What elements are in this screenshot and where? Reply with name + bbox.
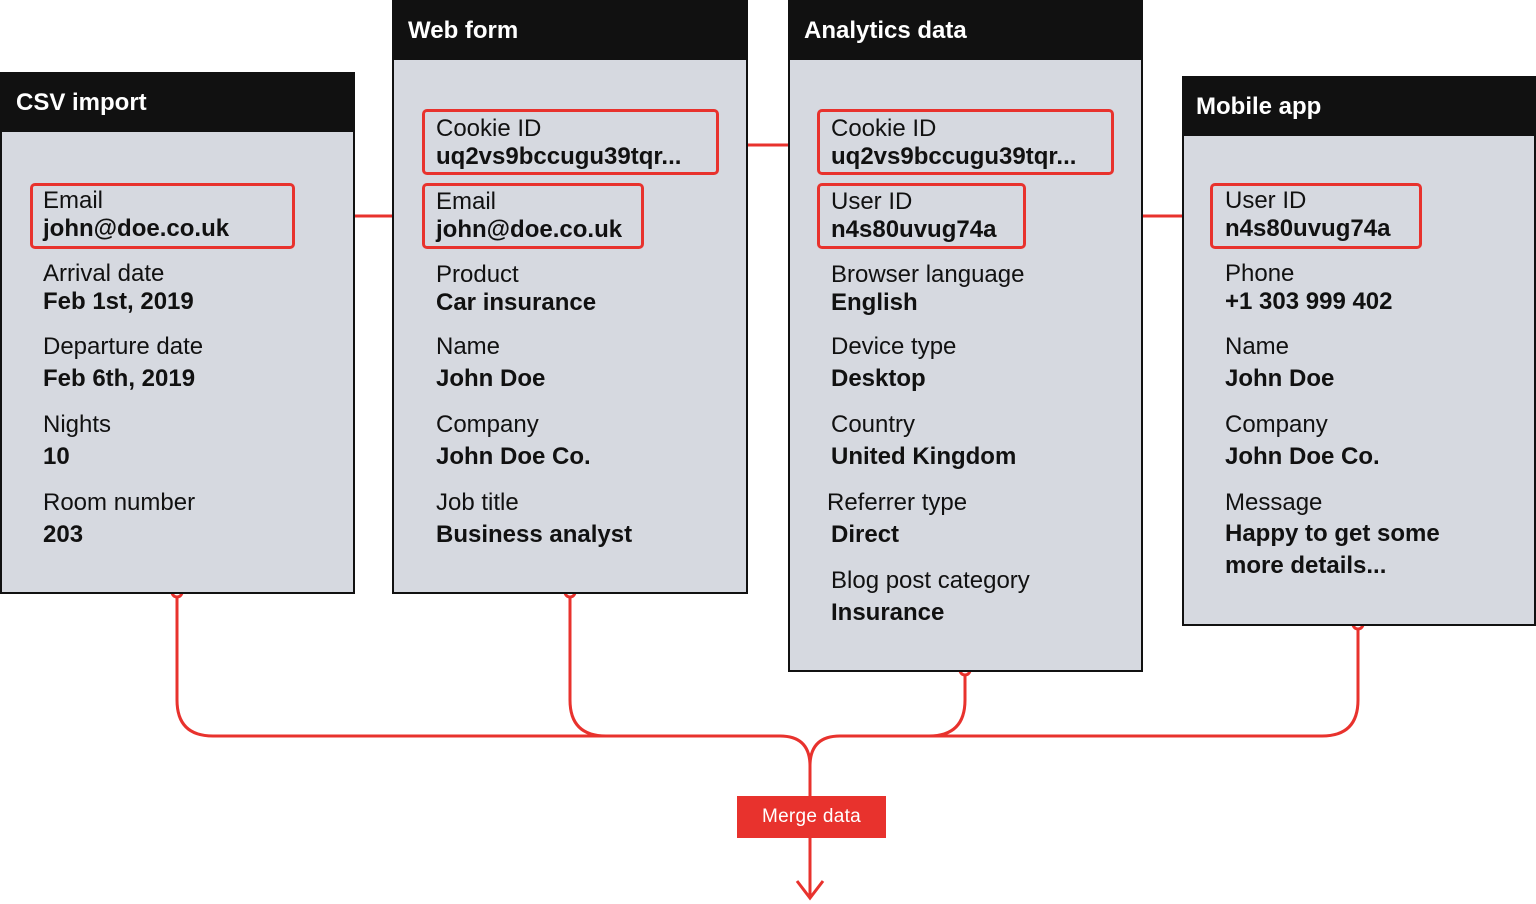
field-value: n4s80uvug74a bbox=[831, 216, 997, 243]
field-label: Arrival date bbox=[43, 260, 165, 287]
field-label: Referrer type bbox=[827, 489, 968, 516]
field-cookie-id: Cookie ID uq2vs9bccugu39tqr... bbox=[831, 116, 1076, 172]
highlight-email-web bbox=[422, 183, 644, 249]
field-value: Insurance bbox=[831, 599, 945, 626]
field-device-type: Device type Desktop bbox=[831, 334, 956, 394]
field-label: Blog post category bbox=[831, 567, 1030, 594]
field-value: Feb 1st, 2019 bbox=[43, 288, 194, 315]
field-value: Direct bbox=[831, 521, 900, 548]
merge-branch-web bbox=[568, 592, 607, 738]
field-label: Cookie ID bbox=[831, 115, 937, 142]
card-title: Web form bbox=[394, 2, 746, 60]
field-label: Departure date bbox=[43, 333, 204, 360]
card-web-form: Web form Cookie ID uq2vs9bccugu39tqr... … bbox=[392, 0, 748, 594]
field-blog-post-category: Blog post category Insurance bbox=[831, 568, 1030, 628]
field-value: Car insurance bbox=[436, 289, 597, 316]
field-cookie-id: Cookie ID uq2vs9bccugu39tqr... bbox=[436, 116, 681, 172]
merge-branch-csv bbox=[175, 592, 812, 767]
field-value: John Doe Co. bbox=[436, 443, 591, 470]
field-room-number: Room number 203 bbox=[43, 490, 195, 550]
field-value: Desktop bbox=[831, 365, 926, 392]
field-name: Name John Doe bbox=[436, 334, 545, 394]
field-value: English bbox=[831, 289, 918, 316]
field-name: Name John Doe bbox=[1225, 334, 1334, 394]
field-value: n4s80uvug74a bbox=[1225, 215, 1391, 242]
field-value: John Doe bbox=[436, 365, 546, 392]
field-label: Phone bbox=[1225, 260, 1295, 287]
card-mobile-app: Mobile app User ID n4s80uvug74a Phone +1… bbox=[1182, 76, 1536, 626]
merge-branch-analytics bbox=[928, 670, 967, 738]
field-browser-language: Browser language English bbox=[831, 262, 1024, 318]
field-arrival-date: Arrival date Feb 1st, 2019 bbox=[43, 261, 194, 317]
field-label: Company bbox=[1225, 411, 1328, 438]
merge-branch-mobile bbox=[808, 624, 1360, 767]
highlight-cookie-web bbox=[422, 109, 719, 175]
field-label: Name bbox=[436, 333, 501, 360]
card-csv-import: CSV import Email john@doe.co.uk Arrival … bbox=[0, 72, 355, 594]
field-referrer-type: Referrer type Direct bbox=[827, 490, 967, 550]
highlight-cookie-analytics bbox=[817, 109, 1114, 175]
field-label: Company bbox=[436, 411, 539, 438]
field-label: Room number bbox=[43, 489, 196, 516]
field-label: Browser language bbox=[831, 261, 1025, 288]
field-product: Product Car insurance bbox=[436, 262, 596, 318]
field-value: John Doe Co. bbox=[1225, 443, 1380, 470]
field-value: uq2vs9bccugu39tqr... bbox=[831, 143, 1077, 170]
highlight-user-id-analytics bbox=[817, 183, 1026, 249]
field-value: john@doe.co.uk bbox=[436, 216, 623, 243]
field-value: john@doe.co.uk bbox=[43, 215, 230, 242]
merge-data-button[interactable]: Merge data bbox=[737, 796, 886, 838]
field-email: Email john@doe.co.uk bbox=[436, 189, 622, 245]
field-label: Product bbox=[436, 261, 519, 288]
field-label: Nights bbox=[43, 411, 112, 438]
field-label: Job title bbox=[436, 489, 519, 516]
field-user-id: User ID n4s80uvug74a bbox=[1225, 188, 1390, 244]
field-company: Company John Doe Co. bbox=[436, 412, 591, 472]
card-analytics-data: Analytics data Cookie ID uq2vs9bccugu39t… bbox=[788, 0, 1143, 672]
field-value: Feb 6th, 2019 bbox=[43, 365, 196, 392]
card-title: Mobile app bbox=[1184, 78, 1534, 136]
field-value: Happy to get some more details... bbox=[1225, 520, 1440, 579]
field-value: United Kingdom bbox=[831, 443, 1017, 470]
field-value: 203 bbox=[43, 521, 84, 548]
field-job-title: Job title Business analyst bbox=[436, 490, 632, 550]
field-label: Cookie ID bbox=[436, 115, 542, 142]
field-email: Email john@doe.co.uk bbox=[43, 188, 229, 244]
field-label: Country bbox=[831, 411, 916, 438]
field-label: User ID bbox=[1225, 187, 1307, 214]
field-label: Device type bbox=[831, 333, 957, 360]
field-nights: Nights 10 bbox=[43, 412, 111, 472]
highlight-user-id-mobile bbox=[1210, 183, 1422, 249]
field-label: Email bbox=[436, 188, 497, 215]
highlight-email-csv bbox=[30, 183, 295, 249]
arrow-down-icon bbox=[795, 880, 825, 901]
card-title: Analytics data bbox=[790, 2, 1141, 60]
field-message: Message Happy to get some more details..… bbox=[1225, 490, 1495, 582]
field-value: +1 303 999 402 bbox=[1225, 288, 1393, 315]
field-value: uq2vs9bccugu39tqr... bbox=[436, 143, 682, 170]
field-label: User ID bbox=[831, 188, 913, 215]
field-phone: Phone +1 303 999 402 bbox=[1225, 261, 1393, 317]
field-value: John Doe bbox=[1225, 365, 1335, 392]
field-user-id: User ID n4s80uvug74a bbox=[831, 189, 996, 245]
field-departure-date: Departure date Feb 6th, 2019 bbox=[43, 334, 203, 394]
card-title: CSV import bbox=[2, 74, 353, 132]
field-country: Country United Kingdom bbox=[831, 412, 1016, 472]
field-label: Message bbox=[1225, 489, 1323, 516]
field-value: 10 bbox=[43, 443, 70, 470]
field-value: Business analyst bbox=[436, 521, 633, 548]
field-label: Email bbox=[43, 187, 104, 214]
field-label: Name bbox=[1225, 333, 1290, 360]
field-company: Company John Doe Co. bbox=[1225, 412, 1380, 472]
